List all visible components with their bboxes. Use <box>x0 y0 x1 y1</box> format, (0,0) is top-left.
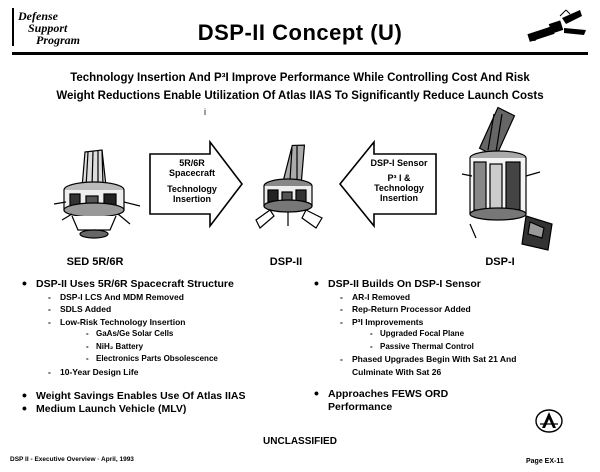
list-item: Electronics Parts Obsolescence <box>20 353 300 366</box>
list-item: 10-Year Design Life <box>20 366 300 379</box>
corner-logo-icon <box>535 409 563 433</box>
list-item: SDLS Added <box>20 303 300 316</box>
stray-mark: i <box>204 107 206 117</box>
page-title: DSP-II Concept (U) <box>197 20 403 45</box>
sed-5r6r-satellite-image <box>53 149 141 239</box>
left-arrow-line-2: P³ I & <box>387 173 411 183</box>
list-item: Approaches FEWS ORD <box>312 387 592 401</box>
left-bullet-list: DSP-II Uses 5R/6R Spacecraft Structure D… <box>20 277 300 416</box>
caption-dsp-ii: DSP-II <box>269 256 303 268</box>
list-item: Rep-Return Processor Added <box>312 303 592 316</box>
list-item-continuation: Medium Launch Vehicle (MLV) <box>20 402 300 416</box>
caption-dsp-i: DSP-I <box>485 256 515 268</box>
list-item: Passive Thermal Control <box>312 341 592 354</box>
program-logo: Defense Support Program <box>12 8 132 50</box>
list-item: Low-Risk Technology Insertion <box>20 316 300 329</box>
footer-document-info: DSP II - Executive Overview · April, 199… <box>10 456 134 463</box>
right-arrow-line-2: Spacecraft <box>168 168 216 178</box>
list-item: Upgraded Focal Plane <box>312 328 592 341</box>
list-item: DSP-I LCS And MDM Removed <box>20 291 300 304</box>
list-item-text: Medium Launch Vehicle (MLV) <box>36 402 187 415</box>
logo-line-1: Defense <box>18 9 58 23</box>
headline-technology: Technology Insertion And P³I Improve Per… <box>70 72 530 84</box>
left-arrow-label: DSP-I Sensor P³ I & Technology Insertion <box>360 158 438 203</box>
caption-sed-5r6r: SED 5R/6R <box>66 256 124 268</box>
logo-line-3: Program <box>36 33 81 47</box>
left-arrow-line-3: Technology <box>374 183 424 193</box>
dsp-i-satellite-image <box>461 106 553 251</box>
list-item: DSP-II Builds On DSP-I Sensor <box>312 277 592 291</box>
title-divider <box>12 52 588 55</box>
list-item: NiH₂ Battery <box>20 341 300 354</box>
list-item: Weight Savings Enables Use Of Atlas IIAS <box>20 389 300 403</box>
satellite-logo-icon <box>527 9 586 42</box>
list-item: Phased Upgrades Begin With Sat 21 And <box>312 353 592 366</box>
list-item-continuation: Culminate With Sat 26 <box>352 366 442 377</box>
logo-line-2: Support <box>28 21 68 35</box>
arrow-right-shape <box>149 140 244 228</box>
page-number: Page EX-11 <box>526 458 564 465</box>
list-item-continuation: Performance <box>328 400 393 413</box>
left-arrow-line-4: Insertion <box>379 193 418 203</box>
list-item: AR-I Removed <box>312 291 592 304</box>
list-item: DSP-II Uses 5R/6R Spacecraft Structure <box>20 277 300 291</box>
classification-label: UNCLASSIFIED <box>263 436 337 447</box>
right-bullet-list: DSP-II Builds On DSP-I Sensor AR-I Remov… <box>312 277 592 413</box>
right-arrow-line-3: Technology <box>167 184 217 194</box>
right-arrow-label: 5R/6R Spacecraft Technology Insertion <box>150 158 234 204</box>
list-item: GaAs/Ge Solar Cells <box>20 328 300 341</box>
headline-weight: Weight Reductions Enable Utilization Of … <box>56 90 544 102</box>
list-item: P³I Improvements <box>312 316 592 329</box>
dsp-ii-satellite-image <box>255 144 323 229</box>
right-arrow-line-1: 5R/6R <box>179 158 205 168</box>
left-arrow-line-1: DSP-I Sensor <box>370 158 428 168</box>
right-arrow-line-4: Insertion <box>172 194 211 204</box>
arrow-left-shape <box>338 140 437 228</box>
